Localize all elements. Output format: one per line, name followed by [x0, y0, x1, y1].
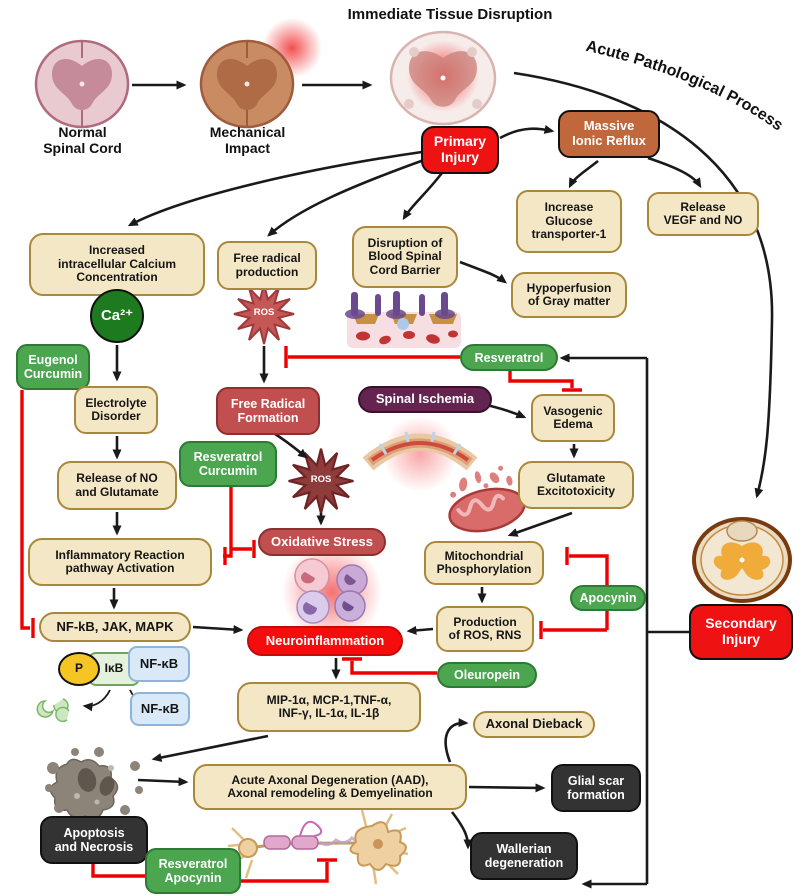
production-ros-rns-node: Production of ROS, RNS — [436, 606, 534, 652]
release-vegf-no-node: Release VEGF and NO — [647, 192, 759, 236]
spinal-ischemia-illustration — [362, 416, 478, 492]
axonal-dieback-node: Axonal Dieback — [473, 711, 595, 738]
spinal-ischemia-node: Spinal Ischemia — [358, 386, 492, 413]
nfkb-free-chip: NF-κB — [130, 692, 190, 726]
apocynin-node: Apocynin — [570, 585, 646, 611]
acute-axonal-degeneration-node: Acute Axonal Degeneration (AAD), Axonal … — [193, 764, 467, 810]
oleuropein-node: Oleuropein — [437, 662, 537, 688]
resveratrol-node: Resveratrol — [460, 344, 558, 371]
neuroinflammation-node: Neuroinflammation — [247, 626, 403, 656]
phosphate-badge: P — [58, 652, 100, 686]
apoptosis-necrosis-node: Apoptosis and Necrosis — [40, 816, 148, 864]
mitochondrial-phosphorylation-node: Mitochondrial Phosphorylation — [424, 541, 544, 585]
mechanical-impact-illustration — [199, 18, 322, 129]
resveratrol-apocynin-node: Resveratrol Apocynin — [145, 848, 241, 894]
bscb-illustration — [345, 291, 461, 348]
neuron-illustration — [227, 809, 409, 885]
free-radical-production-node: Free radical production — [217, 241, 317, 290]
increase-glucose-transporter-node: Increase Glucose transporter-1 — [516, 190, 622, 253]
diagram-title: Immediate Tissue Disruption — [347, 6, 553, 23]
oxidative-stress-node: Oxidative Stress — [258, 528, 386, 556]
normal-spinal-cord-label: Normal Spinal Cord — [43, 124, 122, 157]
nfkb-bound-chip: NF-κB — [128, 646, 190, 682]
electrolyte-disorder-node: Electrolyte Disorder — [74, 386, 158, 434]
glial-scar-node: Glial scar formation — [551, 764, 641, 812]
cytokines-node: MIP-1α, MCP-1,TNF-α, INF-γ, IL-1α, IL-1β — [237, 682, 421, 732]
secondary-injury-node: Secondary Injury — [689, 604, 793, 660]
eugenol-curcumin-node: Eugenol Curcumin — [16, 344, 90, 390]
release-no-glutamate-node: Release of NO and Glutamate — [57, 461, 177, 510]
ros-label: ROS — [310, 474, 332, 485]
immune-cells-illustration — [282, 542, 382, 642]
hypoperfusion-node: Hypoperfusion of Gray matter — [511, 272, 627, 318]
inflammatory-reaction-node: Inflammatory Reaction pathway Activation — [28, 538, 212, 586]
activation-arrows — [109, 71, 774, 889]
injured-cord-histology-image — [692, 517, 792, 603]
ros-label: ROS — [253, 307, 275, 318]
cell-debris-illustration — [45, 747, 143, 819]
nfkb-jak-mapk-node: NF-kB, JAK, MAPK — [39, 612, 191, 642]
mitochondria-illustration — [448, 465, 526, 533]
disruption-bscb-node: Disruption of Blood Spinal Cord Barrier — [352, 226, 458, 288]
wallerian-degeneration-node: Wallerian degeneration — [470, 832, 578, 880]
free-radical-formation-node: Free Radical Formation — [216, 387, 320, 435]
massive-ionic-reflux-node: Massive Ionic Reflux — [558, 110, 660, 158]
increased-calcium-node: Increased intracellular Calcium Concentr… — [29, 233, 205, 296]
vasogenic-edema-node: Vasogenic Edema — [531, 394, 615, 442]
primary-injury-node: Primary Injury — [421, 126, 499, 174]
mechanical-impact-label: Mechanical Impact — [209, 124, 286, 157]
resveratrol-curcumin-node: Resveratrol Curcumin — [179, 441, 277, 487]
injured-spinal-cord-illustration — [389, 30, 497, 126]
degraded-ikb-fragments-icon — [36, 698, 70, 723]
calcium-ion-badge: Ca²⁺ — [90, 289, 144, 343]
glutamate-excitotoxicity-node: Glutamate Excitotoxicity — [518, 461, 634, 509]
normal-spinal-cord-illustration — [34, 39, 130, 129]
